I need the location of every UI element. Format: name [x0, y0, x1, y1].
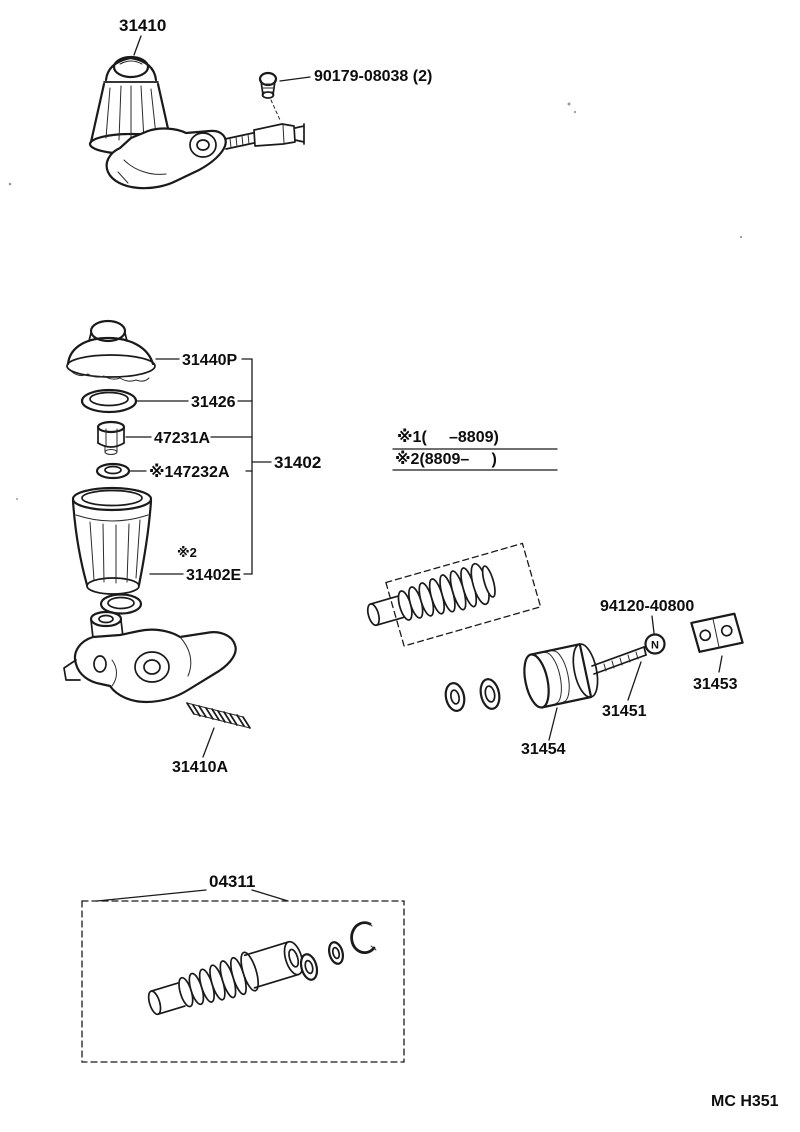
cup-seal-drawing [479, 678, 501, 710]
label-reservoir-bolt: 90179-08038 (2) [314, 68, 432, 85]
reservoir-bolt-drawing [258, 71, 281, 121]
label-reservoir-subassy: 31402 [274, 453, 321, 472]
cylinder-body-drawing [63, 610, 237, 704]
label-washer: ※147232A [149, 463, 230, 481]
leader-piston [548, 707, 558, 741]
note-1: ※1( –8809) [397, 428, 499, 446]
note-2: ※2(8809– ) [395, 450, 497, 468]
boot-dashed-box [385, 542, 542, 647]
application-notes: ※1( –8809) ※2(8809– ) [392, 428, 558, 471]
reservoir-cap-drawing [66, 319, 156, 382]
leader-bolt [279, 76, 311, 82]
leader-nut [651, 615, 655, 634]
nut-drawing: N [644, 633, 666, 655]
scan-speckles [8, 102, 743, 500]
label-diaphragm: 31426 [191, 394, 236, 411]
push-rod-drawing [591, 646, 647, 675]
inlet-union-drawing [96, 420, 126, 455]
leader-31410 [133, 35, 142, 56]
kit-boot-piston-drawing [147, 940, 304, 1016]
leader-spring [202, 727, 215, 758]
leader-kit-right [251, 889, 289, 902]
boot-drawing [366, 562, 496, 627]
label-master-cylinder-assy: 31410 [119, 16, 166, 35]
label-piston: 31454 [521, 741, 566, 758]
repair-kit-box [81, 900, 405, 1063]
label-reservoir: 31402E [186, 567, 241, 584]
reservoir-oring-drawing [99, 593, 143, 615]
leader-yoke [718, 655, 723, 673]
label-nut: 94120-40800 [600, 598, 694, 615]
diaphragm-drawing [80, 388, 138, 414]
nut-mark: N [651, 640, 659, 652]
label-push-rod: 31451 [602, 703, 647, 720]
leader-push-rod [627, 661, 642, 701]
label-spring: 31410A [172, 759, 228, 776]
yoke-drawing [690, 612, 744, 653]
kit-snap-ring-drawing [350, 921, 377, 955]
master-cylinder-assembly-drawing [88, 55, 305, 190]
label-yoke: 31453 [693, 676, 738, 693]
reservoir-drawing [71, 486, 153, 595]
label-reservoir-ref-mark: ※2 [177, 545, 197, 560]
piston-drawing [523, 643, 599, 709]
label-reservoir-cap: 31440P [182, 352, 237, 369]
leader-kit-left [96, 889, 207, 902]
piston-washer-drawing [444, 682, 466, 712]
washer-drawing [95, 462, 131, 480]
kit-cup-seal-drawing [299, 953, 319, 981]
kit-washer-drawing [328, 941, 344, 965]
label-inlet-union: 47231A [154, 430, 210, 447]
label-repair-kit: 04311 [209, 872, 255, 891]
page-code: MC H351 [711, 1093, 779, 1110]
spring-drawing [186, 702, 251, 729]
